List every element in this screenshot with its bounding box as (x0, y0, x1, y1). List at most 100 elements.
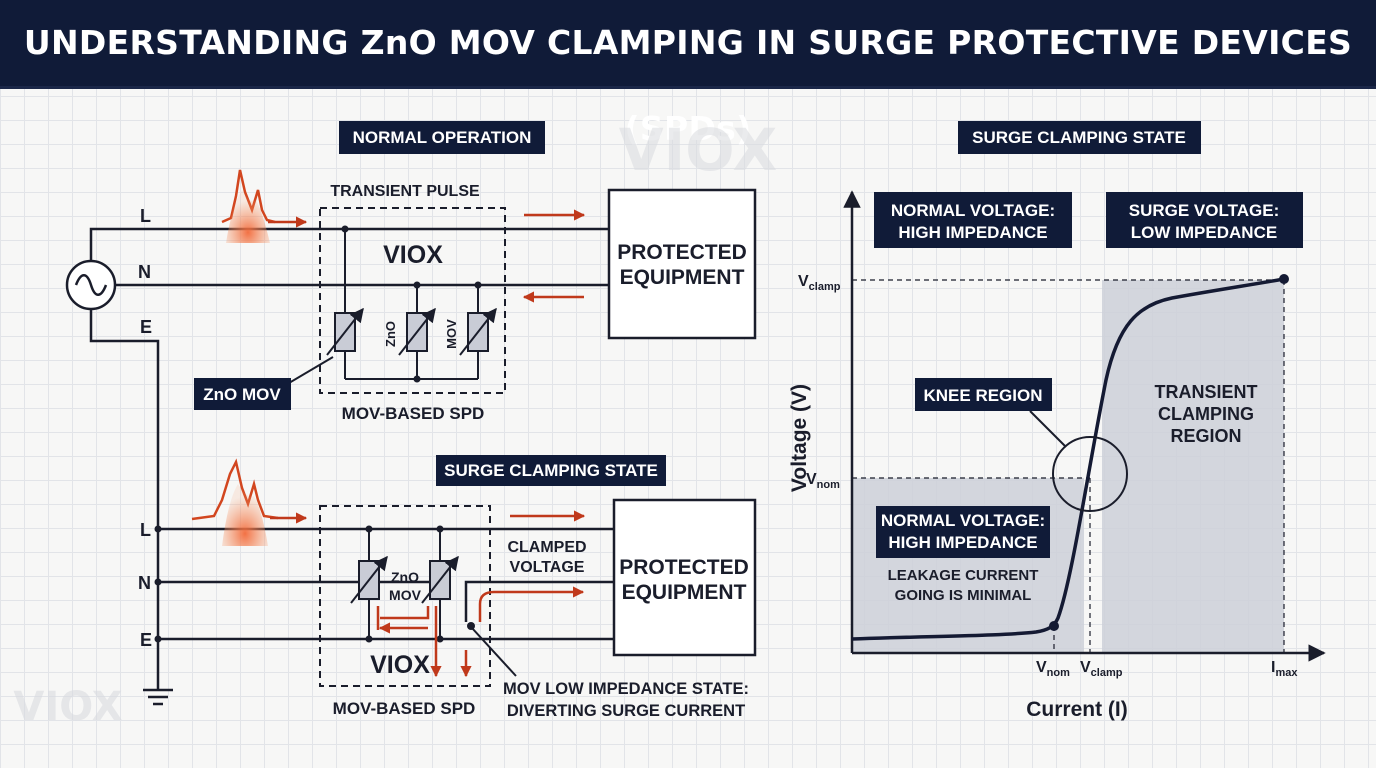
transient-pulse-label: TRANSIENT PULSE (330, 183, 480, 200)
bottom-mov-text-zno: ZnO (391, 569, 419, 585)
watermark-center: VIOX (619, 116, 777, 184)
top-mov-text-mov: MOV (444, 319, 459, 349)
bottom-equipment-line-2: EQUIPMENT (622, 581, 747, 604)
bottom-mov-2 (421, 555, 459, 604)
bottom-node-mov2-bottom (436, 635, 444, 643)
xtick-vnom: Vnom (1036, 659, 1070, 679)
normal-operation-badge (339, 121, 545, 154)
normal-voltage-box-low (876, 506, 1050, 558)
ytick-vnom: Vnom (806, 471, 840, 491)
normal-voltage-low-line-1: NORMAL VOLTAGE: (881, 511, 1045, 530)
knee-region-circle (1052, 436, 1128, 512)
top-mov-2 (398, 307, 436, 356)
normal-voltage-low-line-2: HIGH IMPEDANCE (888, 533, 1037, 552)
bottom-label-L: L (140, 520, 151, 540)
top-node-bus (413, 375, 421, 383)
top-label-N: N (138, 262, 151, 282)
leakage-line-1: LEAKAGE CURRENT (888, 567, 1039, 584)
bottom-node-mov1-bottom (365, 635, 373, 643)
earth-wire (89, 309, 160, 690)
transient-clamping-shade (1102, 280, 1284, 653)
top-mov-1 (326, 307, 364, 356)
top-protected-equipment (607, 188, 757, 340)
clamped-voltage-line-2: VOLTAGE (510, 559, 585, 576)
surge-voltage-line-1: SURGE VOLTAGE: (1129, 201, 1280, 220)
ytick-vclamp: Vclamp (798, 273, 841, 293)
curve-state-badge (958, 121, 1201, 154)
top-spd-box (319, 207, 506, 394)
zno-mov-callout-label: ZnO MOV (203, 385, 281, 404)
bottom-clamped-arrow (478, 586, 585, 622)
y-axis-label: Voltage (V) (788, 384, 811, 492)
top-pulse-glow (226, 190, 270, 243)
leakage-line-2: GOING IS MINIMAL (895, 587, 1032, 604)
top-equipment-line-2: EQUIPMENT (620, 266, 745, 289)
bottom-diversion-path (380, 606, 430, 620)
vi-curve-panel: SURGE CLAMPING STATE KNEE REGION NORMAL … (788, 121, 1326, 721)
top-mov-text-zno: ZnO (383, 321, 398, 347)
bottom-circuit: SURGE CLAMPING STATE L N E (138, 455, 757, 720)
ground-icon (143, 688, 173, 706)
bottom-node-E (154, 635, 162, 643)
top-equipment-line-1: PROTECTED (617, 241, 747, 264)
x-axis-label: Current (I) (1026, 698, 1128, 721)
bottom-surge-state-label: SURGE CLAMPING STATE (444, 461, 658, 480)
top-mov-3 (459, 307, 497, 356)
bottom-node-mov2-top (436, 525, 444, 533)
bottom-pulse-glow (222, 484, 268, 546)
bottom-mov-text-mov: MOV (389, 587, 422, 603)
clamped-voltage-line-1: CLAMPED (507, 539, 586, 556)
bottom-mov-1 (350, 555, 388, 604)
top-node-L (341, 225, 349, 233)
bottom-spd-box (319, 505, 491, 687)
vi-characteristic-curve (851, 277, 1285, 641)
surge-voltage-box (1106, 192, 1303, 248)
watermark-bottom-left: VIOX (13, 684, 122, 730)
top-node-N2 (474, 281, 482, 289)
bottom-equipment-line-1: PROTECTED (619, 556, 749, 579)
bottom-protected-equipment (612, 498, 757, 657)
transient-region-line-2: CLAMPING (1158, 404, 1254, 424)
top-node-N1 (413, 281, 421, 289)
low-impedance-note-line-1: MOV LOW IMPEDANCE STATE: (503, 680, 749, 698)
curve-point-vnom (1049, 621, 1059, 631)
bottom-spd-label: MOV-BASED SPD (333, 699, 476, 718)
zno-mov-callout-line (288, 356, 334, 384)
top-line-L-wire (89, 227, 609, 261)
curve-point-imax (1279, 274, 1289, 284)
top-circuit: NORMAL OPERATION TRANSIENT PULSE L N E V… (65, 121, 757, 690)
bottom-node-mov1-top (365, 525, 373, 533)
bottom-spd-brand: VIOX (370, 651, 430, 679)
bottom-clamped-wire (464, 580, 614, 622)
normal-operation-label: NORMAL OPERATION (353, 128, 532, 147)
knee-region-label: KNEE REGION (923, 386, 1042, 405)
low-impedance-note-line-2: DIVERTING SURGE CURRENT (507, 702, 745, 720)
knee-region-badge (915, 378, 1052, 411)
top-label-E: E (140, 317, 152, 337)
xtick-vclamp: Vclamp (1080, 659, 1123, 679)
transient-region-line-3: REGION (1170, 426, 1241, 446)
bottom-node-N (154, 578, 162, 586)
top-spd-label: MOV-BASED SPD (342, 404, 485, 423)
bottom-surge-badge (436, 455, 666, 486)
top-label-L: L (140, 206, 151, 226)
transient-region-line-1: TRANSIENT (1155, 382, 1258, 402)
surge-voltage-line-2: LOW IMPEDANCE (1131, 223, 1277, 242)
curve-state-label: SURGE CLAMPING STATE (972, 128, 1186, 147)
bottom-label-N: N (138, 573, 151, 593)
normal-voltage-box-top (874, 192, 1072, 248)
zno-mov-callout-badge (194, 378, 291, 410)
bottom-transient-pulse-waveform (191, 458, 279, 521)
xtick-imax: Imax (1271, 659, 1298, 679)
sine-wave-icon (74, 274, 108, 296)
page-title: UNDERSTANDING ZnO MOV CLAMPING IN SURGE … (23, 23, 1353, 148)
bottom-node-L (154, 525, 162, 533)
knee-callout-line (1029, 410, 1067, 448)
title-banner: UNDERSTANDING ZnO MOV CLAMPING IN SURGE … (0, 0, 1376, 148)
low-impedance-note-line (471, 627, 517, 677)
normal-voltage-top-line-2: HIGH IMPEDANCE (898, 223, 1047, 242)
normal-voltage-top-line-1: NORMAL VOLTAGE: (891, 201, 1055, 220)
top-spd-brand: VIOX (383, 241, 443, 269)
bottom-label-E: E (140, 630, 152, 650)
